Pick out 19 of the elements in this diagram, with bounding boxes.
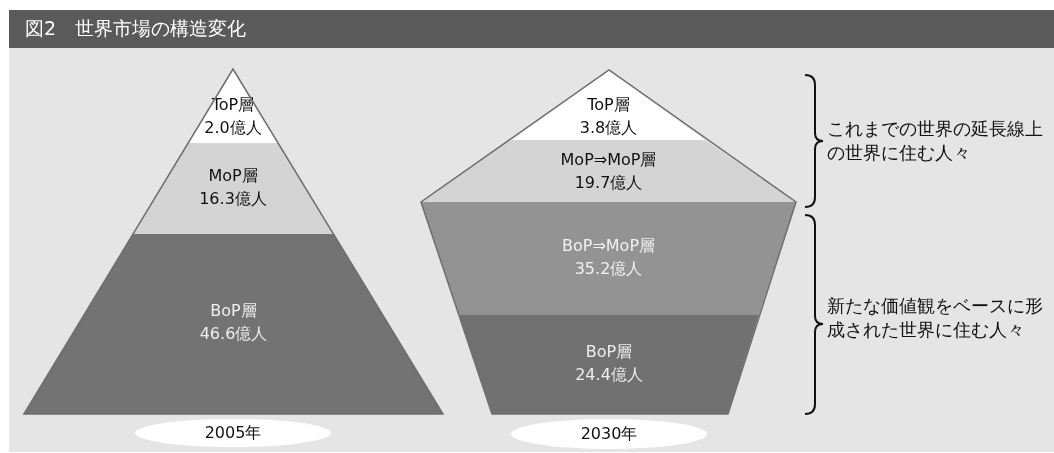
population-value: 35.2億人 <box>574 258 643 280</box>
layer-name: MoP層 <box>208 165 258 187</box>
layer-name: ToP層 <box>587 94 630 116</box>
layer-name: BoP層 <box>585 341 633 363</box>
year-label: 2005年 <box>204 422 262 444</box>
population-value: 2.0億人 <box>204 117 262 139</box>
bracket-note: 新たな価値観をベースに形成された世界に住む人々 <box>827 294 1044 342</box>
year-label: 2030年 <box>580 423 638 445</box>
population-value: 19.7億人 <box>574 172 643 194</box>
population-value: 24.4億人 <box>575 364 643 386</box>
layer-name: ToP層 <box>211 94 255 116</box>
layer-name: MoP⇒MoP層 <box>560 149 657 171</box>
layer-name: BoP層 <box>210 300 257 322</box>
figure-title: 図2 世界市場の構造変化 <box>9 10 1054 48</box>
layer-name: BoP⇒MoP層 <box>561 235 656 257</box>
population-value: 3.8億人 <box>579 117 638 139</box>
population-value: 16.3億人 <box>199 188 267 210</box>
population-value: 46.6億人 <box>199 323 268 345</box>
bracket-note: これまでの世界の延長線上の世界に住む人々 <box>827 117 1044 165</box>
